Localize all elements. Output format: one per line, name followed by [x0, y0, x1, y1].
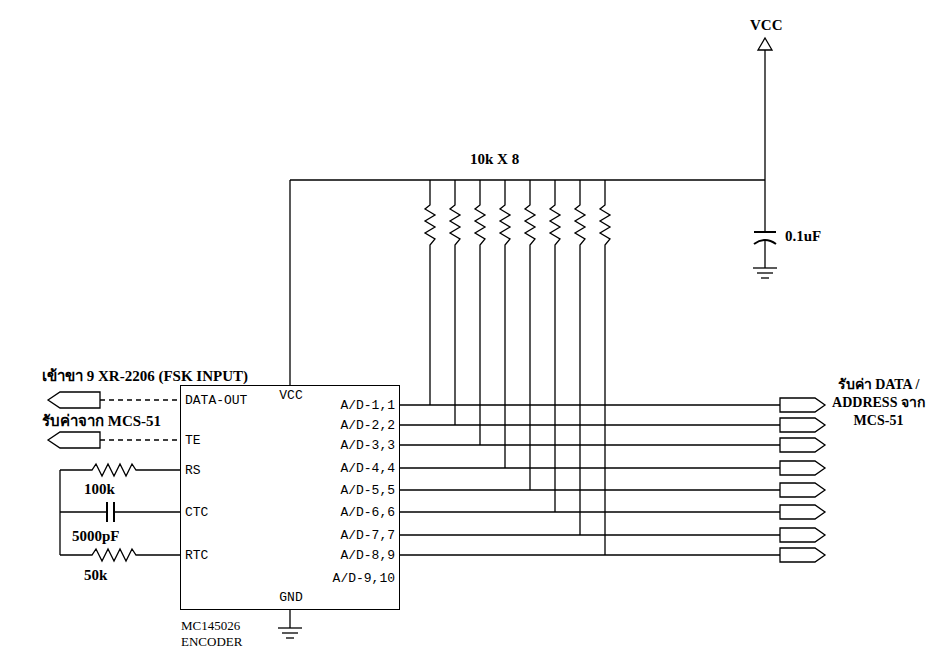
- vcc-wire: [764, 50, 765, 232]
- resistor-symbol: [425, 180, 435, 405]
- resistor-symbol: [550, 180, 560, 512]
- encoder-chip: VCC DATA-OUT TE RS CTC RTC A/D-1,1A/D-2,2A/D-3…: [180, 385, 400, 610]
- pin-name: A/D-1,1: [340, 398, 395, 414]
- connector-symbol: [780, 398, 825, 412]
- pin-name: A/D-4,4: [340, 461, 395, 477]
- connector-symbol: [48, 392, 100, 408]
- pin-name: CTC: [185, 505, 208, 521]
- capacitor-symbol: [106, 502, 108, 522]
- connector-symbol: [48, 432, 100, 448]
- data-line: [400, 534, 780, 535]
- pin-name: A/D-6,6: [340, 505, 395, 521]
- pin-name: TE: [185, 433, 201, 449]
- resistor-symbol: [60, 549, 180, 561]
- capacitor-value: 5000pF: [72, 527, 120, 545]
- cap-wire: [764, 240, 765, 268]
- resistor-value: 10k X 8: [470, 150, 519, 168]
- capacitor-value: 0.1uF: [785, 227, 821, 245]
- pin-name: A/D-2,2: [340, 418, 395, 434]
- gnd-wire: [289, 610, 290, 628]
- resistor-symbol: [575, 180, 585, 535]
- connector-symbol: [780, 548, 825, 562]
- chip-name: MC145026: [181, 618, 240, 634]
- data-line: [400, 554, 780, 555]
- data-line: [400, 467, 780, 468]
- pin-name: DATA-OUT: [185, 393, 247, 409]
- pin-name: A/D-8,9: [340, 548, 395, 564]
- connector-symbol: [780, 461, 825, 475]
- resistor-value: 50k: [84, 566, 107, 584]
- pin-name: RS: [185, 463, 201, 479]
- pin-name: GND: [279, 590, 302, 606]
- vcc-chip-wire: [289, 180, 290, 385]
- data-line: [400, 424, 780, 425]
- ground-symbol: [753, 268, 777, 278]
- data-line: [400, 444, 780, 445]
- pin-name: A/D-5,5: [340, 483, 395, 499]
- pin-name: A/D-3,3: [340, 438, 395, 454]
- signal-note: รับค่า DATA / ADDRESS จาก MCS-51: [829, 376, 928, 430]
- ground-symbol: [278, 628, 302, 638]
- supply-label: VCC: [750, 16, 783, 34]
- pin-name: VCC: [279, 388, 302, 404]
- connector-symbol: [780, 438, 825, 452]
- connector-symbol: [780, 505, 825, 519]
- pin-name: A/D-7,7: [340, 528, 395, 544]
- connector-symbol: [780, 483, 825, 497]
- resistor-symbol: [600, 180, 610, 555]
- vcc-symbol: [758, 38, 772, 50]
- capacitor-symbol: [754, 231, 776, 233]
- vcc-bus: [290, 179, 765, 180]
- data-line: [400, 511, 780, 512]
- chip-name: ENCODER: [181, 634, 242, 650]
- resistor-array: [425, 180, 610, 555]
- signal-note: เข้าขา 9 XR-2206 (FSK INPUT): [42, 367, 248, 385]
- resistor-symbol: [450, 180, 460, 425]
- resistor-symbol: [60, 464, 180, 476]
- data-out-wire: [100, 399, 180, 400]
- connector-symbol: [780, 528, 825, 542]
- te-wire: [100, 439, 180, 440]
- resistor-symbol: [525, 180, 535, 490]
- pin-name: RTC: [185, 548, 208, 564]
- data-lines: [400, 398, 825, 562]
- resistor-value: 100k: [84, 480, 115, 498]
- data-line: [400, 404, 780, 405]
- ctc-wire: [114, 511, 180, 512]
- ctc-wire: [60, 511, 107, 512]
- signal-note: รับค่าจาก MCS-51: [42, 412, 161, 430]
- pin-name: A/D-9,10: [333, 571, 395, 587]
- connector-symbol: [780, 418, 825, 432]
- data-line: [400, 489, 780, 490]
